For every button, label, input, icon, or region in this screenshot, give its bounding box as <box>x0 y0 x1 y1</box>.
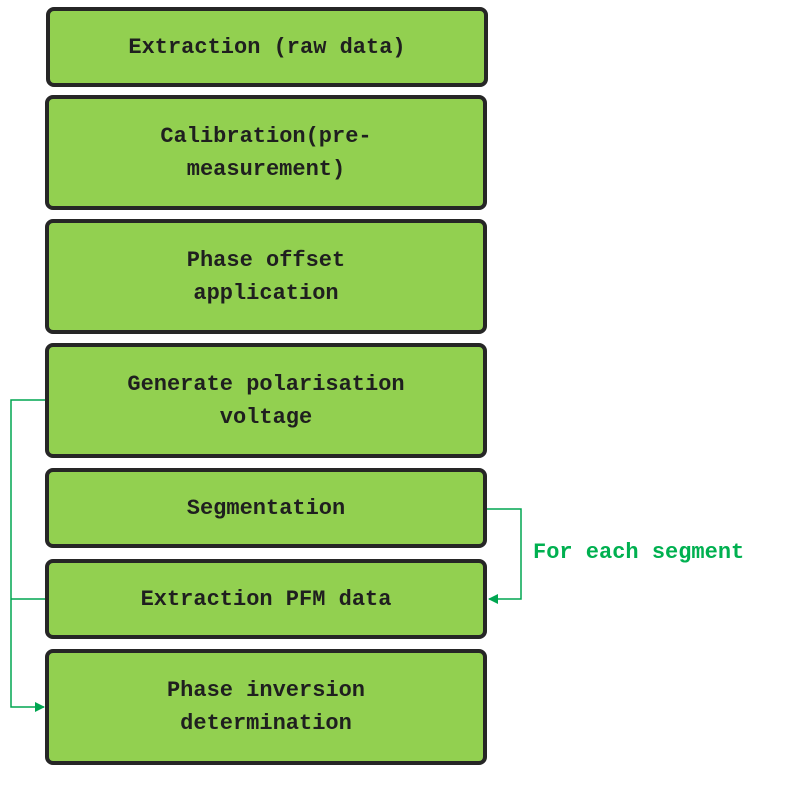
step-label: Generate polarisation voltage <box>127 371 405 430</box>
step-extraction-pfm-data: Extraction PFM data <box>45 559 487 639</box>
step-label: Calibration(pre- measurement) <box>160 123 372 182</box>
step-label: Phase inversion determination <box>166 678 366 736</box>
step-segmentation: Segmentation <box>45 468 487 548</box>
loop-label: For each segment <box>533 540 745 565</box>
step-phase-offset-application: Phase offset application <box>45 219 487 334</box>
step-label: Extraction (raw data) <box>128 34 406 60</box>
segment-loop-arrow <box>487 508 522 604</box>
left-bracket-connector <box>10 399 45 712</box>
step-extraction-raw-data: Extraction (raw data) <box>46 7 488 87</box>
step-phase-inversion-determination: Phase inversion determination <box>45 649 487 765</box>
step-label: Segmentation <box>186 495 346 521</box>
step-label: Extraction PFM data <box>140 586 392 612</box>
step-label: Phase offset application <box>186 247 346 306</box>
step-generate-polarisation-voltage: Generate polarisation voltage <box>45 343 487 458</box>
step-calibration: Calibration(pre- measurement) <box>45 95 487 210</box>
